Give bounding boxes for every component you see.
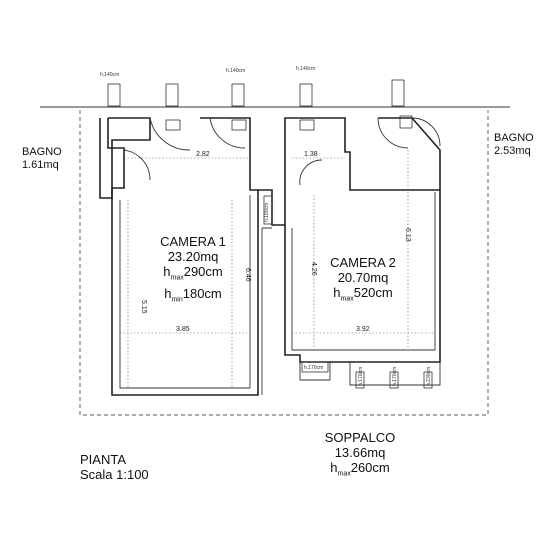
- camera1-inner: [119, 195, 251, 389]
- dim-6-46: 6.46: [244, 268, 251, 282]
- window-height-b4: h.230cm: [426, 367, 432, 386]
- camera2-inner: [291, 192, 436, 351]
- bagno2-name: BAGNO: [494, 132, 534, 144]
- camera1-name: CAMERA 1: [160, 234, 226, 249]
- dim-5-15: 5.15: [140, 300, 147, 314]
- window-symbols: [107, 79, 433, 389]
- camera1-hmin: hmin180cm: [164, 285, 222, 304]
- door-arc-6: [411, 117, 441, 147]
- camera2-name: CAMERA 2: [330, 255, 396, 270]
- camera2-walls: [284, 117, 441, 363]
- plan-scale: Scala 1:100: [80, 467, 149, 482]
- camera1-label: CAMERA 1 23.20mq hmax290cm hmin180cm: [148, 234, 238, 307]
- window-height-b3: h.170cm: [392, 367, 398, 386]
- plan-title: PIANTA: [80, 452, 126, 467]
- plan-title-block: PIANTA Scala 1:100: [80, 452, 149, 482]
- bagno2-area: 2.53mq: [494, 145, 531, 157]
- camera2-hmax: hmax520cm: [333, 285, 393, 303]
- bagno2-label: BAGNO 2.53mq: [494, 132, 534, 158]
- dimension-lines: [120, 150, 435, 388]
- dim-3-85: 3.85: [176, 326, 190, 333]
- window-height-3: h.140cm: [296, 66, 315, 72]
- window-height-b1: h.170cm: [304, 365, 323, 371]
- soppalco-name: SOPPALCO: [324, 430, 396, 445]
- window-height-2: h.140cm: [226, 68, 245, 74]
- dim-2-82: 2.82: [196, 151, 210, 158]
- door-arc-4: [299, 159, 323, 186]
- door-arc-3: [209, 117, 246, 149]
- partition: [258, 117, 440, 226]
- window-height-b2: h.170cm: [358, 367, 364, 386]
- bagno1-area: 1.61mq: [22, 159, 59, 171]
- window-height-1: h.140cm: [100, 72, 119, 78]
- door-arc-1: [123, 149, 151, 181]
- soppalco-hmax: hmax260cm: [330, 460, 390, 478]
- soppalco-label: SOPPALCO 13.66mq hmax260cm: [310, 430, 410, 482]
- dim-1-38: 1.38: [304, 151, 318, 158]
- bagno1-walls: [99, 118, 125, 199]
- dim-6-13: 6.13: [404, 228, 411, 242]
- dim-4-26: 4.26: [310, 262, 317, 276]
- camera1-area: 23.20mq: [167, 249, 219, 264]
- camera2-label: CAMERA 2 20.70mq hmax520cm: [318, 255, 408, 307]
- soppalco-area: 13.66mq: [334, 445, 386, 460]
- camera1-hmax: hmax290cm: [163, 264, 223, 282]
- bagno1-label: BAGNO 1.61mq: [22, 146, 62, 172]
- door-arc-2: [149, 117, 191, 151]
- camera2-bottom-step: [299, 362, 441, 386]
- door-arc-5: [377, 117, 409, 149]
- partition-col: [261, 227, 272, 395]
- camera2-area: 20.70mq: [337, 270, 389, 285]
- window-height-side: h.180cm: [264, 203, 270, 222]
- bagno1-name: BAGNO: [22, 146, 62, 158]
- dim-3-92: 3.92: [356, 326, 370, 333]
